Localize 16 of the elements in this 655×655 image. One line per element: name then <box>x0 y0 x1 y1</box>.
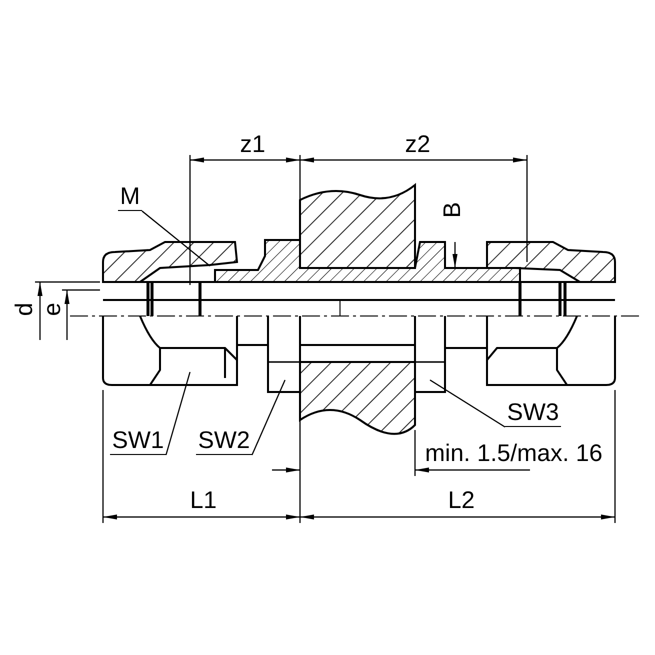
dimension-label: e <box>40 302 66 316</box>
leader-line <box>165 372 191 456</box>
dimension-label: z1 <box>240 132 266 158</box>
dimension-label: z2 <box>405 132 430 158</box>
leader-line <box>430 380 506 428</box>
dimension-label: L2 <box>448 488 475 514</box>
leader-line <box>142 210 210 266</box>
callout-label: M <box>118 184 142 211</box>
callout-label: SW2 <box>196 428 252 455</box>
dimension-label: B <box>440 202 466 218</box>
leader-line <box>251 380 286 456</box>
callout-label: SW3 <box>505 400 562 427</box>
dimension-label: d <box>12 302 38 316</box>
dimension-label: L1 <box>190 488 217 514</box>
callout-label: SW1 <box>110 428 166 455</box>
dimension-label: min. 1.5/max. 16 <box>425 441 602 467</box>
